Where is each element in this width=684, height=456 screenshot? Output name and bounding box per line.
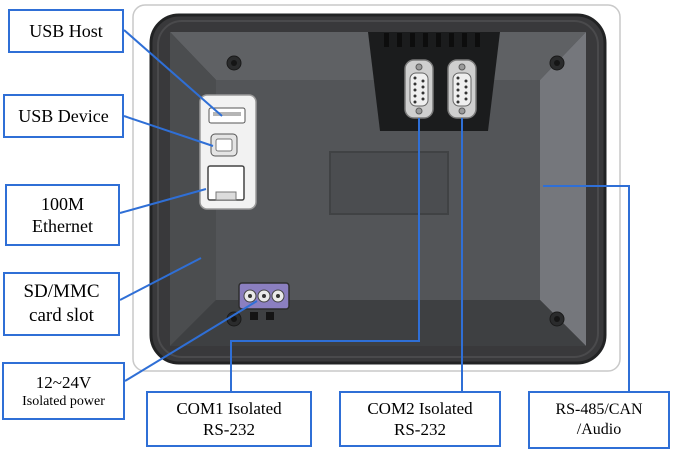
device-body-rim: [157, 20, 599, 358]
bottom-bevel: [170, 300, 586, 346]
leader-line-com1: [230, 118, 420, 391]
leader-line-usb-host: [123, 29, 223, 117]
screw-icon: [549, 311, 565, 327]
usb-device-port: [210, 133, 238, 157]
screw-icon: [549, 55, 565, 71]
callout-label: SD/MMC: [23, 281, 100, 303]
com1-db9-connector: [404, 59, 434, 119]
callout-label: USB Host: [29, 20, 103, 41]
power-terminal: [238, 282, 290, 320]
right-bevel: [540, 32, 586, 346]
callout-label: 12~24V: [35, 372, 92, 392]
corner-screws: [226, 55, 565, 327]
callout-usb-host: USB Host: [8, 9, 124, 53]
callout-label: USB Device: [18, 105, 109, 126]
io-port-panel: [199, 94, 257, 210]
vent-slots: [384, 33, 480, 47]
leader-line-rs485: [543, 185, 630, 391]
callout-label: 100M: [40, 193, 84, 214]
callout-label: RS-485/CAN: [555, 401, 643, 418]
callout-label: Isolated power: [22, 393, 105, 409]
photo-outline: [132, 4, 621, 372]
callout-label: card slot: [29, 305, 94, 326]
db9-pins: [456, 76, 468, 104]
leader-lines: [119, 29, 630, 391]
leader-line-power: [124, 300, 258, 382]
leader-line-ethernet: [119, 188, 207, 214]
screw-icon: [226, 55, 242, 71]
callout-label: RS-232: [203, 420, 255, 439]
connector-recess: [368, 32, 500, 131]
callout-label: COM2 Isolated: [367, 398, 473, 418]
callout-sd-slot: SD/MMC card slot: [3, 272, 120, 336]
callout-com2: COM2 Isolated RS-232: [339, 391, 501, 447]
leader-line-sd-slot: [119, 257, 202, 301]
callout-usb-device: USB Device: [3, 94, 124, 138]
callout-label: /Audio: [576, 421, 622, 438]
callout-rs485: RS-485/CAN /Audio: [528, 391, 670, 449]
com2-db9-connector: [447, 59, 477, 119]
callout-com1: COM1 Isolated RS-232: [146, 391, 312, 447]
ethernet-port: [207, 165, 245, 201]
db9-pins: [413, 76, 425, 104]
callout-ethernet: 100M Ethernet: [5, 184, 120, 246]
callout-label: COM1 Isolated: [176, 398, 282, 418]
label-recess: [329, 151, 449, 215]
callout-power: 12~24V Isolated power: [2, 362, 125, 420]
callout-label: Ethernet: [32, 216, 93, 236]
leader-line-usb-device: [123, 115, 214, 147]
callout-label: RS-232: [394, 420, 446, 439]
